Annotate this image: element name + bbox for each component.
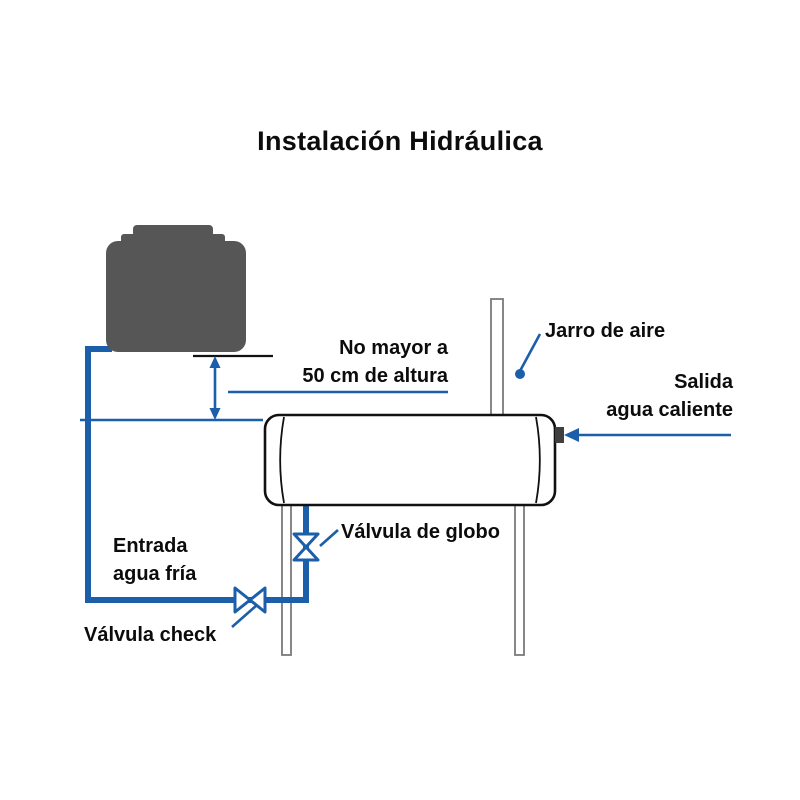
air-jar-leader [515,333,542,379]
globe-valve-label: Válvula de globo [341,521,500,543]
height-limit-line1: No mayor a [339,337,448,359]
cold-water-inlet-line1: Entrada [113,535,188,557]
height-limit-label: No mayor a 50 cm de altura [250,334,448,390]
globe-valve-leader [319,529,339,547]
height-dimension-arrow [209,356,221,420]
hot-water-outlet-line1: Salida [674,371,733,393]
water-tank [106,225,246,352]
hot-water-outlet-arrow [564,428,731,442]
globe-valve-symbol [292,532,320,562]
cold-water-pipe [85,346,309,603]
check-valve-symbol [233,586,267,614]
air-jar-pipe [490,298,504,418]
page-title: Instalación Hidráulica [257,126,543,156]
hot-water-outlet-nub [555,427,564,443]
boiler-left-cap-line [279,416,285,504]
boiler [263,413,557,507]
tank-body [106,241,246,352]
boiler-right-leg [514,504,525,656]
cold-water-inlet-line2: agua fría [113,563,197,585]
air-jar-label: Jarro de aire [545,320,666,342]
check-valve-leader [231,604,258,628]
height-limit-line2: 50 cm de altura [302,365,448,387]
cold-water-inlet-label: Entrada agua fría [113,532,196,588]
hot-water-outlet-label: Salida agua caliente [556,368,733,424]
boiler-right-cap-line [535,416,541,504]
check-valve-label: Válvula check [84,624,217,646]
boiler-left-leg [281,504,292,656]
hot-water-outlet-line2: agua caliente [606,399,733,421]
